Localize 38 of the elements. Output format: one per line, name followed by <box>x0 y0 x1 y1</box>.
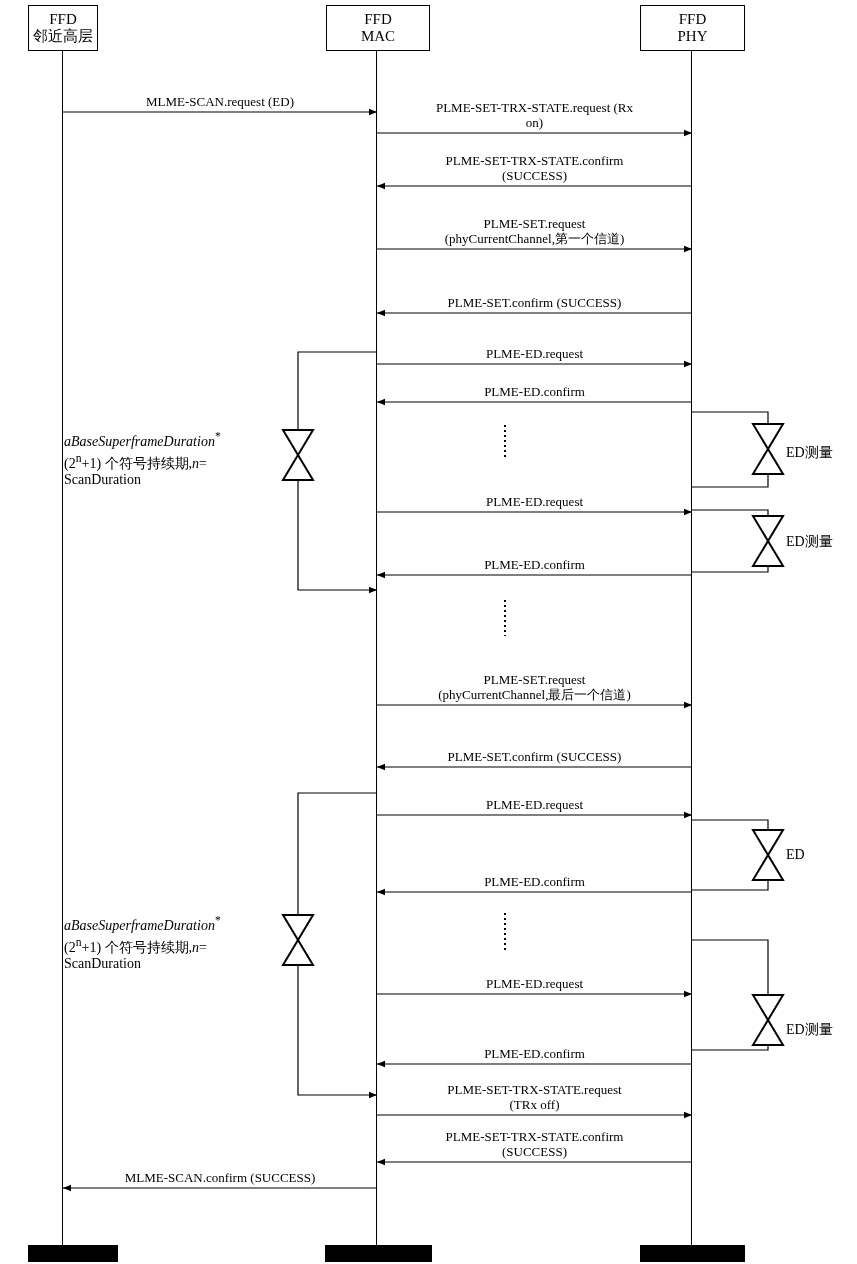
duration-note: aBaseSuperframeDuration$^{*}$ (2$^{n}$+1) 个符号持续期,n= ScanDuration <box>64 429 222 489</box>
message-arrow <box>376 360 693 368</box>
message-label: PLME-ED.confirm <box>482 557 587 572</box>
lifeline-end-bar <box>325 1245 432 1262</box>
message-arrow <box>376 990 693 998</box>
message-arrow <box>62 1184 378 1192</box>
message-arrow <box>376 182 693 190</box>
measurement-label: ED测量 <box>786 533 833 550</box>
lifeline-end-bar <box>28 1245 118 1262</box>
measurement-label: ED <box>786 846 805 863</box>
duration-note: aBaseSuperframeDuration$^{*}$ (2$^{n}$+1) 个符号持续期,n= ScanDuration <box>64 913 222 973</box>
message-arrow <box>376 763 693 771</box>
message-label: PLME-ED.confirm <box>482 874 587 889</box>
message-label: MLME-SCAN.confirm (SUCCESS) <box>122 1170 318 1185</box>
message-arrow <box>376 129 693 137</box>
lifeline-name: FFD MAC <box>360 11 396 45</box>
lifeline-name: FFD 邻近高层 <box>33 11 93 45</box>
message-arrow <box>376 701 693 709</box>
message-label: PLME-ED.confirm <box>482 384 587 399</box>
measurement-label: ED测量 <box>786 444 833 461</box>
message-arrow <box>376 309 693 317</box>
message-arrow <box>376 398 693 406</box>
message-arrow <box>376 811 693 819</box>
message-arrow <box>62 108 378 116</box>
message-label: PLME-SET.confirm (SUCCESS) <box>445 749 624 764</box>
message-arrow <box>376 1111 693 1119</box>
message-label: PLME-ED.confirm <box>482 1046 587 1061</box>
message-label: PLME-SET.confirm (SUCCESS) <box>445 295 624 310</box>
lifeline-name: FFD PHY <box>677 11 708 45</box>
message-label: MLME-SCAN.request (ED) <box>144 94 296 109</box>
message-arrow <box>376 245 693 253</box>
message-arrow <box>376 888 693 896</box>
message-arrow <box>376 1060 693 1068</box>
lifeline-end-bar <box>640 1245 745 1262</box>
message-arrow <box>376 508 693 516</box>
measurement-label: ED测量 <box>786 1021 833 1038</box>
message-arrow <box>376 571 693 579</box>
message-arrow <box>376 1158 693 1166</box>
